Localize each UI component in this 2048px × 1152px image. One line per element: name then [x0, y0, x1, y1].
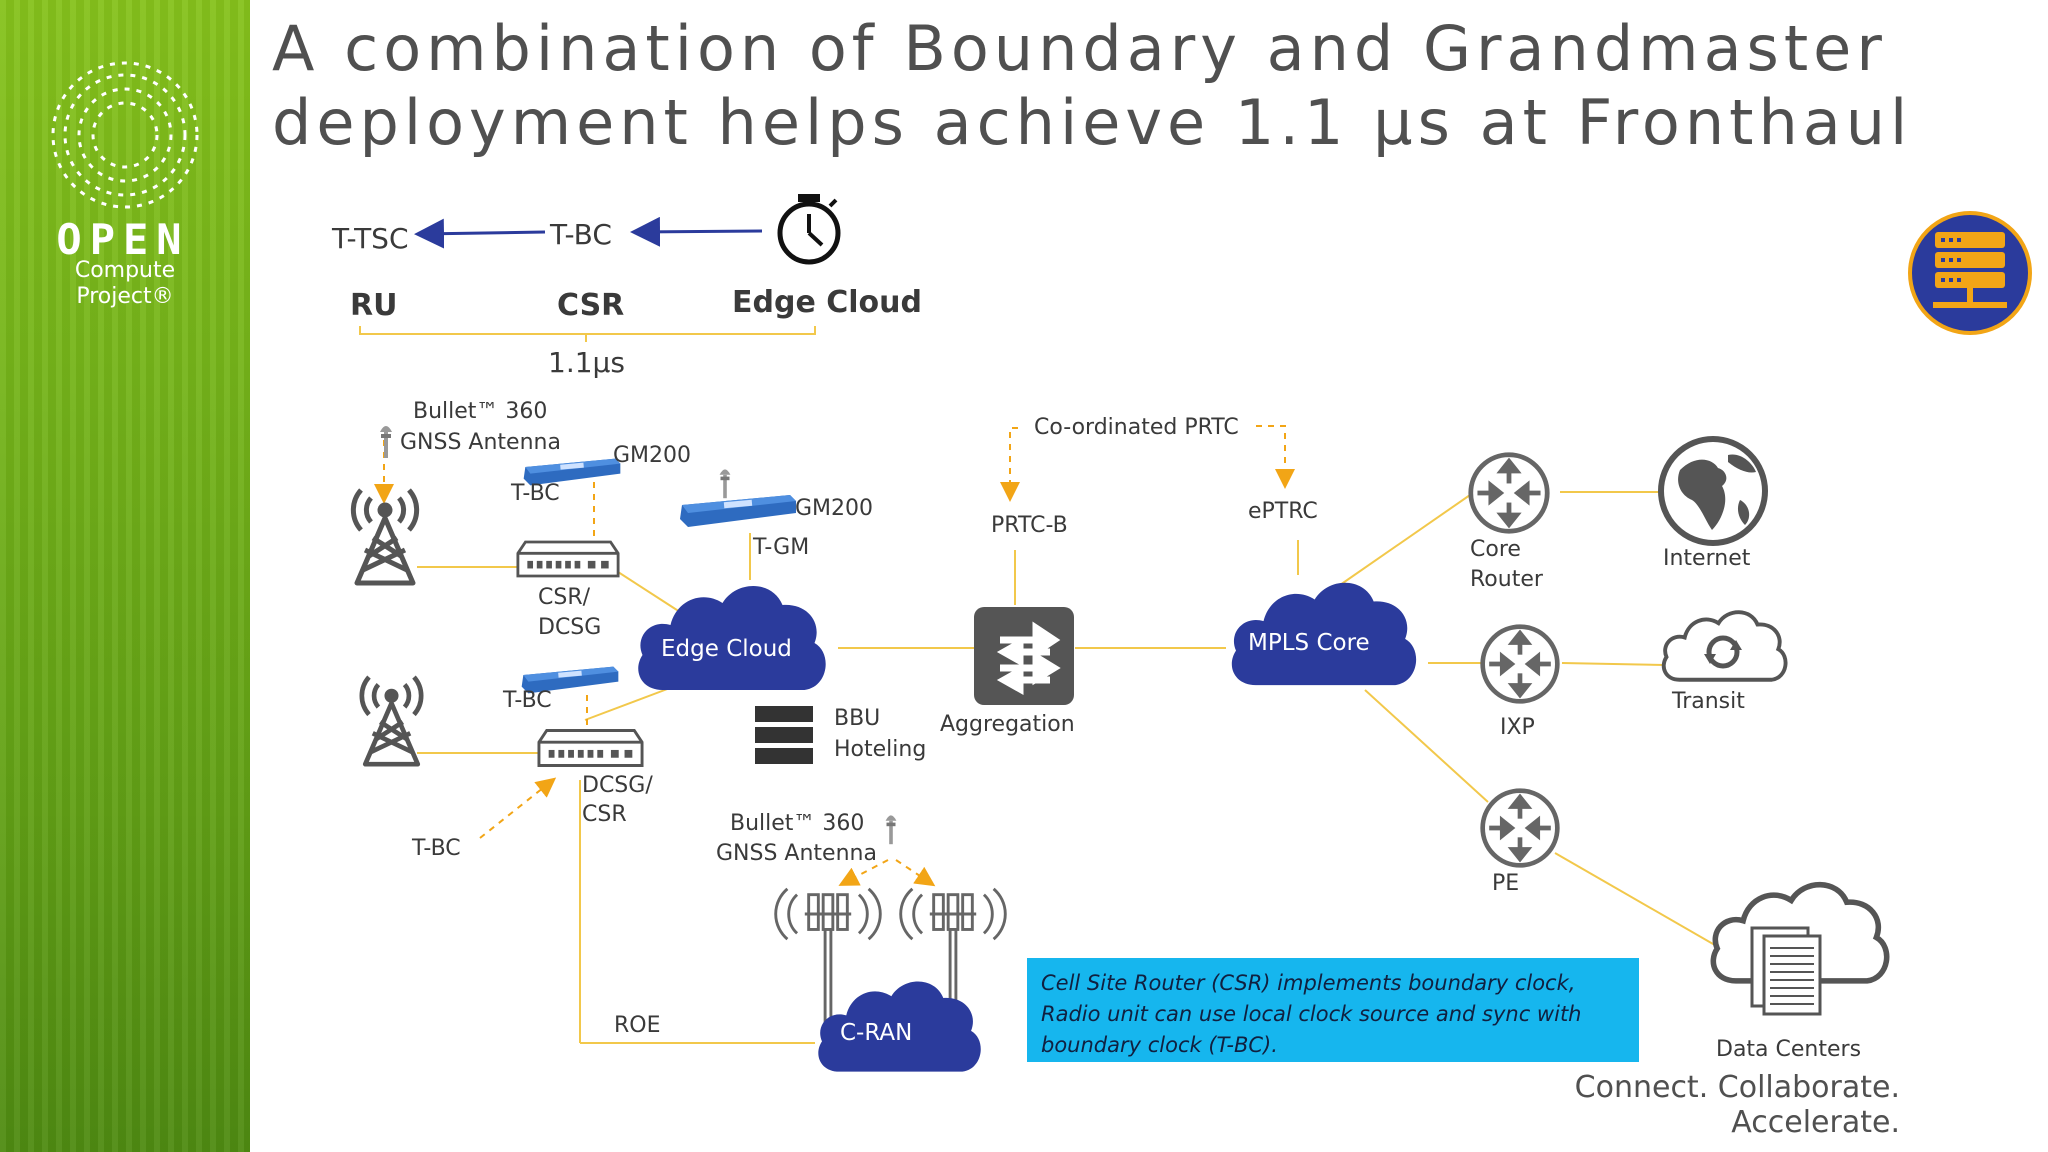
logo-open-word: OPEN	[56, 215, 190, 264]
gnss-antenna-icon-bottom	[885, 815, 897, 845]
stopwatch-icon	[777, 194, 841, 265]
edge-cloud-label: Edge Cloud	[661, 636, 792, 662]
csr-label-line1: CSR/	[538, 585, 591, 610]
tbc-label-low: T-BC	[411, 836, 461, 861]
sidebar: OPEN Compute Project®	[0, 0, 250, 1152]
aggregation-switch-icon	[974, 607, 1074, 705]
connection-lines	[417, 491, 1721, 1044]
sidebar-texture	[0, 0, 250, 1152]
eptrc-label: ePTRC	[1248, 499, 1318, 524]
logo-line-project: Project®	[76, 284, 174, 309]
globe-icon	[1658, 436, 1768, 546]
bbu-label-line1: BBU	[834, 706, 880, 731]
bullet1-line2: GNSS Antenna	[400, 430, 561, 455]
cloud-to-tbc-arrow	[630, 216, 763, 247]
csr-role: CSR	[557, 288, 624, 323]
server-badge-icon	[1908, 211, 2032, 335]
csr-label-line2: DCSG	[538, 615, 601, 640]
edge-cloud-role: Edge Cloud	[732, 285, 922, 320]
roe-label: ROE	[614, 1013, 661, 1038]
gm200-label-right: GM200	[795, 496, 873, 521]
slide-title: A combination of Boundary and Grandmaste…	[272, 12, 1913, 159]
ixp-label: IXP	[1500, 715, 1535, 740]
cell-tower-icon-top	[353, 490, 416, 583]
bbu-label-line2: Hoteling	[834, 737, 926, 762]
footer-tagline: Connect. Collaborate. Accelerate.	[1574, 1070, 1900, 1140]
tbc-chain-label: T-BC	[549, 218, 612, 251]
tbc-label-mid: T-BC	[502, 688, 552, 713]
tbc-label-top: T-BC	[510, 481, 560, 506]
csr-dcsg-router-icon	[516, 540, 620, 578]
span-label: 1.1µs	[548, 346, 625, 379]
logo-compute-project: Compute Project®	[40, 258, 210, 310]
bullet1-line1: Bullet™ 360	[413, 399, 547, 424]
dcsg-csr-router-icon	[537, 728, 644, 768]
core-router-label-line2: Router	[1470, 567, 1544, 592]
bullet2-line2: GNSS Antenna	[716, 841, 877, 866]
pe-router-icon	[1483, 791, 1558, 866]
ttsc-label: T-TSC	[331, 222, 409, 255]
gm200-label-left: GM200	[613, 443, 691, 468]
pe-label: PE	[1492, 871, 1519, 896]
gnss-antenna-icon-mid	[719, 469, 731, 499]
tgm-label: T-GM	[752, 535, 809, 560]
callout-note: Cell Site Router (CSR) implements bounda…	[1027, 958, 1639, 1062]
bbu-server-icon	[755, 706, 813, 764]
gm200-device-right	[680, 495, 796, 527]
tbc-to-ttsc-arrow	[414, 218, 546, 249]
core-router-label-line1: Core	[1470, 537, 1521, 562]
cran-label: C-RAN	[840, 1020, 912, 1046]
aggregation-label: Aggregation	[940, 712, 1075, 737]
logo-line-compute: Compute	[74, 258, 176, 283]
bullet2-line1: Bullet™ 360	[730, 811, 864, 836]
mpls-core-label: MPLS Core	[1248, 630, 1370, 656]
ru-role: RU	[350, 288, 397, 323]
transit-label: Transit	[1671, 689, 1745, 714]
dcsg-label-line2: CSR	[582, 802, 627, 827]
core-router-icon	[1471, 455, 1547, 531]
cell-tower-icon-bottom	[362, 677, 421, 764]
gnss-antenna-icon-top	[380, 426, 392, 458]
ocp-logo-icon	[51, 61, 199, 209]
ixp-router-icon	[1483, 627, 1558, 702]
data-center-icon	[1713, 885, 1886, 1016]
transit-cloud-sync-icon	[1661, 610, 1788, 682]
span-bracket	[359, 326, 816, 335]
data-centers-label: Data Centers	[1716, 1037, 1861, 1062]
dcsg-label-line1: DCSG/	[582, 773, 653, 798]
prtc-b-label: PRTC-B	[991, 513, 1068, 538]
internet-label: Internet	[1663, 546, 1751, 571]
coord-prtc-label: Co-ordinated PRTC	[1034, 415, 1239, 440]
